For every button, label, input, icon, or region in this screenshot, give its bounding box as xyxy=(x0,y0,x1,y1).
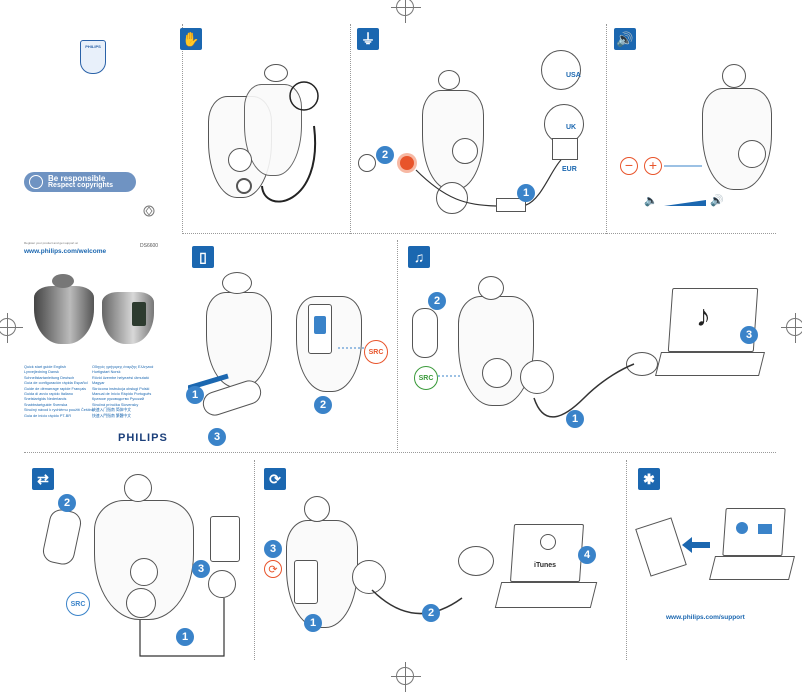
cover-product-photo xyxy=(30,272,160,344)
music-note-icon: ♫ xyxy=(408,246,430,268)
power-plug-icon: ⏚ xyxy=(357,28,379,50)
panel-volume: − + 🔈 🔊 xyxy=(610,54,790,230)
quick-start-list-right: Οδηγός γρήγορης έναρξης Ελληνικά Hurtigs… xyxy=(92,365,154,418)
sync-arrows-icon: ⟳ xyxy=(264,560,282,578)
dock-step-1: 1 xyxy=(186,386,204,404)
sync-step-2: 2 xyxy=(422,604,440,622)
music-step-1: 1 xyxy=(566,410,584,428)
smile-icon xyxy=(29,175,43,189)
divider-v2 xyxy=(350,24,351,234)
hands-icon: ✋ xyxy=(180,28,202,50)
phone-icon: ▯ xyxy=(192,246,214,268)
registration-mark-left xyxy=(0,313,23,343)
power-step-2: 2 xyxy=(376,146,394,164)
divider-v3 xyxy=(606,24,607,234)
plug-label-uk: UK xyxy=(566,124,577,131)
aux-step-3: 3 xyxy=(192,560,210,578)
aux-src-button: SRC xyxy=(66,592,90,616)
quick-start-list-left: Quick start guide English Lynvejledning … xyxy=(24,365,94,418)
music-step-2: 2 xyxy=(428,292,446,310)
dock-step-2: 2 xyxy=(314,396,332,414)
registration-mark-bottom xyxy=(391,662,421,692)
philips-wordmark: PHILIPS xyxy=(118,432,168,444)
panel-dock xyxy=(188,266,394,446)
volume-high-icon: 🔊 xyxy=(710,195,724,207)
philips-shield-logo xyxy=(80,40,106,74)
recycle-icon xyxy=(143,205,155,217)
registration-mark-top xyxy=(391,0,421,23)
responsible-badge: Be responsible Respect copyrights xyxy=(24,172,136,192)
speaker-volume-icon: 🔊 xyxy=(614,28,636,50)
support-url[interactable]: www.philips.com/support xyxy=(666,614,745,621)
music-step-3: 3 xyxy=(740,326,758,344)
responsible-line2: Respect copyrights xyxy=(48,182,113,189)
sync-step-4: 4 xyxy=(578,546,596,564)
panel-support xyxy=(632,500,795,610)
panel-sync: iTunes xyxy=(262,490,622,666)
responsible-line1: Be responsible xyxy=(48,174,106,183)
sync-icon: ⟳ xyxy=(264,468,286,490)
power-step-1: 1 xyxy=(517,184,535,202)
register-line: Register your product and get support at xyxy=(24,241,78,245)
panel-unpack xyxy=(204,56,344,226)
aux-step-1: 1 xyxy=(176,628,194,646)
aux-in-icon: ⇄ xyxy=(32,468,54,490)
dock-step-3: 3 xyxy=(208,428,226,446)
itunes-label: iTunes xyxy=(534,562,557,569)
aux-step-2: 2 xyxy=(58,494,76,512)
panel-aux xyxy=(28,470,250,666)
philips-shield-text: PHILIPS xyxy=(85,44,101,49)
panel-power xyxy=(356,50,606,230)
cover-model: DS6600 xyxy=(140,243,159,249)
sync-step-1: 1 xyxy=(304,614,322,632)
sync-step-3: 3 xyxy=(264,540,282,558)
divider-h2 xyxy=(24,452,776,453)
cover-url[interactable]: www.philips.com/welcome xyxy=(24,248,107,255)
plug-label-usa: USA xyxy=(566,72,581,79)
divider-v1 xyxy=(182,24,183,234)
laptop-music-note: ♪ xyxy=(696,300,711,333)
dock-src-button: SRC xyxy=(364,340,388,364)
divider-v4 xyxy=(397,240,398,450)
globe-help-icon: ✱ xyxy=(638,468,660,490)
panel-music: ♪ xyxy=(404,268,784,448)
divider-v6 xyxy=(626,460,627,660)
plug-label-eur: EUR xyxy=(562,166,577,173)
music-src-button: SRC xyxy=(414,366,438,390)
divider-v5 xyxy=(254,460,255,660)
divider-h1 xyxy=(182,233,776,234)
registration-mark-right xyxy=(781,313,802,343)
volume-low-icon: 🔈 xyxy=(644,195,658,207)
